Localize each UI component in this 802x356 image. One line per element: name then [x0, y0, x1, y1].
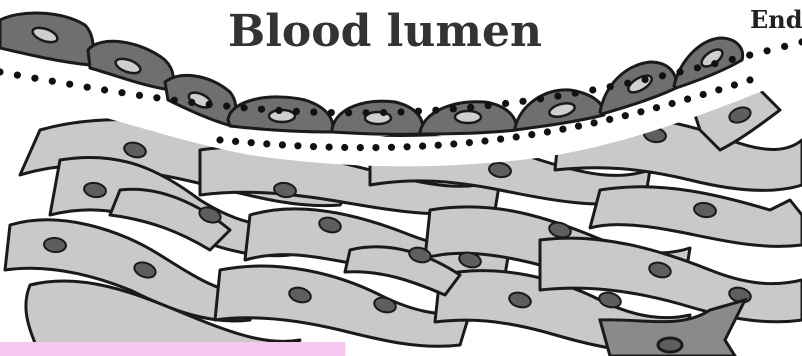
- lamina-dot: [49, 78, 56, 85]
- lamina-dot: [746, 76, 753, 83]
- lamina-dot: [357, 144, 364, 151]
- lamina-dot: [326, 144, 333, 151]
- lamina-dot: [450, 105, 457, 112]
- lamina-dot: [363, 109, 370, 116]
- lamina-dot: [497, 136, 504, 143]
- lamina-dot: [694, 64, 701, 71]
- highlight-bar: [0, 342, 345, 356]
- lamina-dot: [388, 144, 395, 151]
- lamina-dot: [642, 76, 649, 83]
- lamina-dot: [136, 92, 143, 99]
- smooth-muscle-cell: [590, 187, 802, 247]
- lamina-dot: [559, 126, 566, 133]
- nucleus: [658, 338, 682, 352]
- lamina-dot: [591, 119, 598, 126]
- lamina-dot: [310, 143, 317, 150]
- lamina-dot: [485, 102, 492, 109]
- lamina-dot: [624, 80, 631, 87]
- lamina-dot: [528, 131, 535, 138]
- lamina-dot: [241, 104, 248, 111]
- lamina-dot: [589, 86, 596, 93]
- lamina-dot: [637, 108, 644, 115]
- lamina-dot: [415, 108, 422, 115]
- lamina-dot: [466, 139, 473, 146]
- lamina-dot: [279, 141, 286, 148]
- lamina-dot: [275, 107, 282, 114]
- lamina-dot: [700, 91, 707, 98]
- lamina-dot: [684, 96, 691, 103]
- lamina-dot: [432, 107, 439, 114]
- nucleus: [455, 111, 481, 123]
- lamina-dot: [293, 108, 300, 115]
- lamina-dot: [519, 98, 526, 105]
- lamina-dot: [537, 95, 544, 102]
- lamina-dot: [84, 84, 91, 91]
- lamina-dot: [372, 144, 379, 151]
- lamina-dot: [171, 97, 178, 104]
- lamina-dot: [101, 86, 108, 93]
- lamina-dot: [607, 83, 614, 90]
- lamina-dot: [310, 109, 317, 116]
- lamina-dot: [258, 106, 265, 113]
- lamina-dot: [572, 90, 579, 97]
- lamina-dot: [481, 137, 488, 144]
- lamina-dot: [328, 109, 335, 116]
- lamina-dot: [397, 108, 404, 115]
- lamina-dot: [188, 99, 195, 106]
- lamina-dot: [622, 112, 629, 119]
- lamina-dot: [781, 43, 788, 50]
- lamina-dot: [66, 81, 73, 88]
- lamina-dot: [746, 52, 753, 59]
- lamina-dot: [606, 116, 613, 123]
- lamina-dot: [435, 142, 442, 149]
- lamina-dot: [764, 47, 771, 54]
- lamina-dot: [554, 93, 561, 100]
- lamina-dot: [467, 104, 474, 111]
- lamina-dot: [450, 140, 457, 147]
- lamina-dot: [263, 140, 270, 147]
- lamina-dot: [729, 56, 736, 63]
- lamina-dot: [575, 123, 582, 130]
- endothelium-label: End: [750, 5, 802, 34]
- lamina-dot: [206, 101, 213, 108]
- lamina-dot: [419, 143, 426, 150]
- lamina-dot: [502, 100, 509, 107]
- lamina-dot: [118, 89, 125, 96]
- lamina-dot: [715, 86, 722, 93]
- lamina-dot: [731, 81, 738, 88]
- lamina-dot: [653, 104, 660, 111]
- lamina-dot: [544, 128, 551, 135]
- lamina-dot: [659, 72, 666, 79]
- lamina-dot: [216, 136, 223, 143]
- lamina-dot: [404, 143, 411, 150]
- blood-lumen-label: Blood lumen: [228, 6, 542, 57]
- lamina-dot: [380, 109, 387, 116]
- lamina-dot: [223, 103, 230, 110]
- lamina-dot: [669, 100, 676, 107]
- lamina-dot: [31, 75, 38, 82]
- lamina-dot: [153, 94, 160, 101]
- lamina-dot: [341, 144, 348, 151]
- lamina-dot: [345, 109, 352, 116]
- lamina-dot: [294, 142, 301, 149]
- lamina-dot: [232, 138, 239, 145]
- lamina-dot: [14, 72, 21, 79]
- lamina-dot: [513, 133, 520, 140]
- lamina-dot: [676, 68, 683, 75]
- lamina-dot: [711, 60, 718, 67]
- lamina-dot: [248, 139, 255, 146]
